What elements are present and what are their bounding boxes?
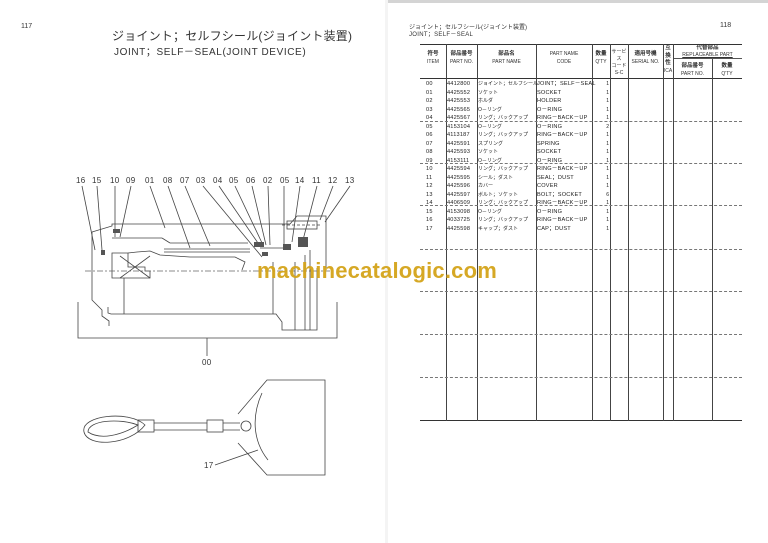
left-page: 117 ジョイント；セルフシール(ジョイント装置) JOINT；SELF－SEA… xyxy=(21,23,355,476)
replaceable-subheader-rule xyxy=(674,58,742,59)
group-separator xyxy=(420,205,742,206)
table-top-rule xyxy=(420,44,742,45)
callout-16: 16 xyxy=(76,176,86,185)
col-divider xyxy=(536,44,537,421)
page-spine xyxy=(385,0,388,543)
group-separator xyxy=(420,377,742,378)
group-separator xyxy=(420,121,742,122)
page-number-right: 118 xyxy=(720,22,732,29)
callout-02: 02 xyxy=(263,176,273,185)
col-divider xyxy=(712,58,713,421)
callout-00: 00 xyxy=(202,358,212,367)
joint-cross-section-drawing xyxy=(77,185,351,476)
group-separator xyxy=(420,291,742,292)
col-divider xyxy=(663,44,664,421)
group-separator xyxy=(420,163,742,164)
callout-17: 17 xyxy=(204,461,214,470)
callout-03: 03 xyxy=(196,176,206,185)
col-divider xyxy=(592,44,593,421)
top-band xyxy=(388,0,768,3)
callout-06: 06 xyxy=(246,176,256,185)
col-header-service-code: サービス コード S-C xyxy=(611,49,627,76)
callout-10: 10 xyxy=(110,176,120,185)
callout-15: 15 xyxy=(92,176,102,185)
watermark: machinecatalogic.com xyxy=(257,258,497,283)
callout-14: 14 xyxy=(295,176,305,185)
group-separator xyxy=(420,249,742,250)
col-header-repl-qty: 数量 Q'TY xyxy=(721,63,733,77)
table-header-rule xyxy=(420,78,742,79)
callout-11: 11 xyxy=(312,176,321,185)
header-title-jp: ジョイント；セルフシール(ジョイント装置) xyxy=(409,25,527,31)
page-title-jp: ジョイント；セルフシール(ジョイント装置) xyxy=(112,29,353,43)
col-header-part-no: 部品番号 PART NO. xyxy=(449,51,474,65)
right-page: ジョイント；セルフシール(ジョイント装置) JOINT；SELF－SEAL 11… xyxy=(388,0,768,543)
col-divider xyxy=(628,44,629,421)
col-divider xyxy=(446,44,447,421)
col-header-part-name-code: PART NAME CODE xyxy=(549,51,579,65)
col-header-qty: 数量 Q'TY xyxy=(595,51,607,65)
col-divider xyxy=(610,44,611,421)
callout-12: 12 xyxy=(328,176,338,185)
col-header-repl-part-no: 部品番号 PART NO. xyxy=(680,63,705,77)
parts-table: 符号 ITEM 部品番号 PART NO. 部品名 PART NAME PART… xyxy=(420,44,742,421)
header-title-en: JOINT；SELF－SEAL xyxy=(409,32,474,38)
callout-05: 05 xyxy=(229,176,239,185)
col-header-replaceable: 代替部品 REPLACEABLE PART xyxy=(682,45,733,58)
page-number-left: 117 xyxy=(21,23,33,30)
page-title-en: JOINT；SELF－SEAL(JOINT DEVICE) xyxy=(114,47,307,58)
col-header-interchange: 互 換 性 ICA xyxy=(663,45,673,74)
col-header-part-name-jp: 部品名 PART NAME xyxy=(492,51,521,65)
callout-04: 04 xyxy=(213,176,223,185)
callout-08: 08 xyxy=(163,176,173,185)
exploded-diagram: 16 15 10 09 01 08 07 03 04 05 06 02 05 1… xyxy=(76,176,355,476)
col-divider xyxy=(673,44,674,421)
callout-13: 13 xyxy=(345,176,355,185)
callout-01: 01 xyxy=(145,176,155,185)
col-header-item: 符号 ITEM xyxy=(427,51,439,65)
col-divider xyxy=(477,44,478,421)
callout-07: 07 xyxy=(180,176,190,185)
col-header-serial-no: 適用号機 SERIAL NO. xyxy=(631,51,660,65)
table-bottom-rule xyxy=(420,420,742,421)
callout-05b: 05 xyxy=(280,176,290,185)
group-separator xyxy=(420,334,742,335)
callout-09: 09 xyxy=(126,176,136,185)
